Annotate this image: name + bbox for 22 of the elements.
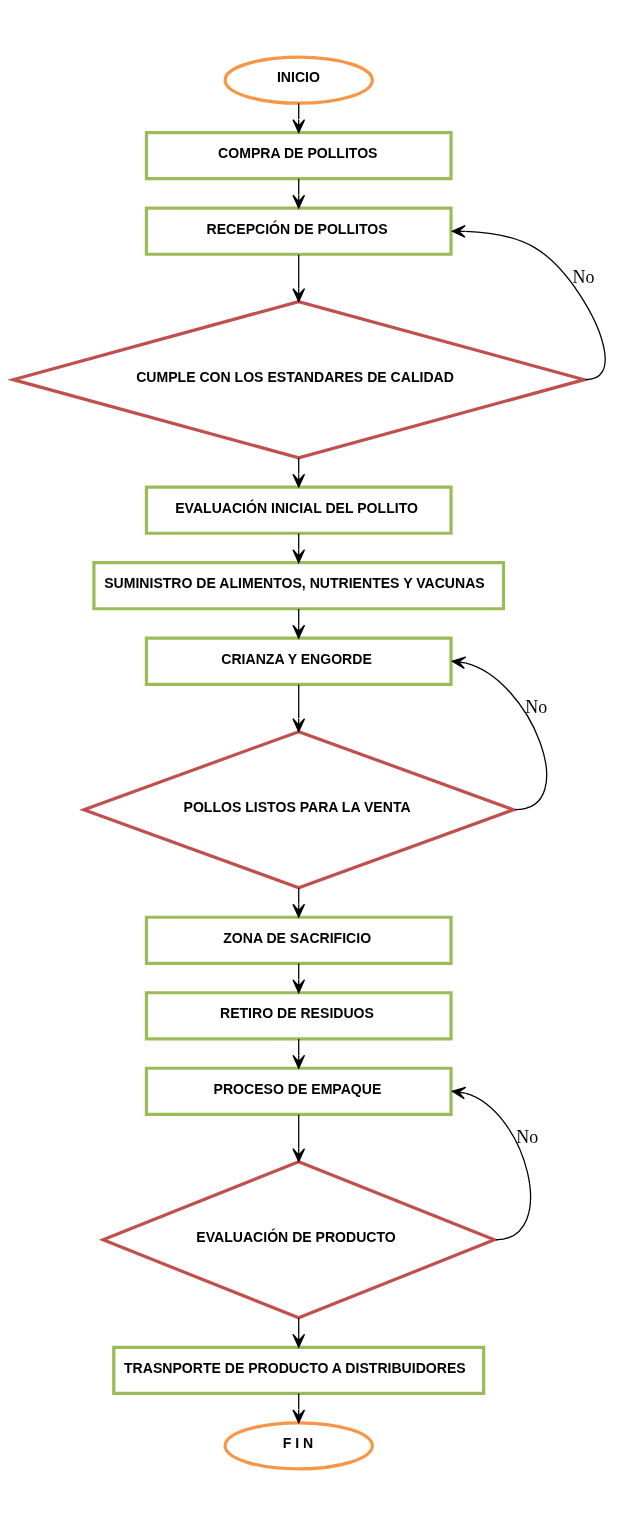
arrow	[451, 225, 606, 381]
arrow	[451, 1086, 531, 1241]
arrow	[451, 656, 548, 811]
arrow	[292, 1114, 306, 1163]
node-box: CRIANZA Y ENGORDE	[144, 636, 453, 686]
node-box: PROCESO DE EMPAQUE	[144, 1066, 453, 1116]
arrow	[292, 684, 306, 733]
node-ellipse: INICIO	[223, 55, 374, 105]
node-box: SUMINISTRO DE ALIMENTOS, NUTRIENTES Y VACUNAS	[92, 561, 506, 611]
node-box: RETIRO DE RESIDUOS	[144, 991, 453, 1041]
node-diamond: POLLOS LISTOS PARA LA VENTA	[79, 729, 519, 890]
edge-label: No	[525, 696, 548, 717]
node-diamond: EVALUACIÓN DE PRODUCTO	[98, 1159, 499, 1320]
arrow	[292, 254, 306, 303]
edge-label: No	[572, 266, 595, 287]
node-box: EVALUACIÓN INICIAL DEL POLLITO	[144, 485, 453, 535]
edge-label: No	[516, 1126, 539, 1147]
node-box: COMPRA DE POLLITOS	[144, 131, 453, 181]
node-box: RECEPCIÓN DE POLLITOS	[144, 206, 453, 256]
node-box: TRASNPORTE DE PRODUCTO A DISTRIBUIDORES	[112, 1345, 486, 1395]
node-ellipse: F I N	[223, 1421, 374, 1471]
node-box: ZONA DE SACRIFICIO	[144, 915, 453, 965]
